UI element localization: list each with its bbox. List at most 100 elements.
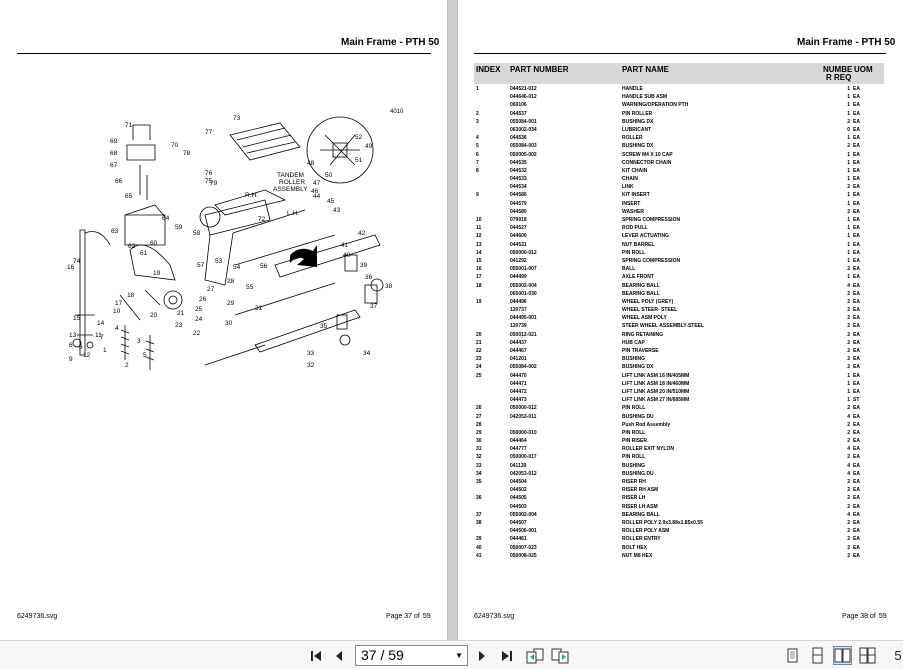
single-page-view-button[interactable] [783, 646, 802, 665]
diagram-label: 62 [128, 243, 136, 250]
last-page-button[interactable] [497, 646, 517, 665]
row-index: 6 [476, 151, 479, 158]
row-quantity: 2 [847, 356, 850, 363]
row-index: 38 [476, 519, 482, 526]
header-rule [17, 53, 431, 54]
row-uom: EA [853, 176, 860, 183]
diagram-label: 69 [110, 138, 118, 145]
row-part-number: 041292 [510, 257, 527, 264]
row-index: 8 [476, 167, 479, 174]
row-part-number: 044586 [510, 192, 527, 199]
row-part-name: WARNING/OPERATION PTH [622, 102, 689, 109]
row-part-number: 050000-017 [510, 454, 537, 461]
row-quantity: 2 [847, 552, 850, 559]
row-index: 41 [476, 552, 482, 559]
row-quantity: 1 [847, 249, 850, 256]
row-part-name: ROLLER EXIT NYLON [622, 446, 674, 453]
diagram-label: 36 [365, 274, 373, 281]
row-quantity: 2 [847, 315, 850, 322]
row-uom: EA [853, 266, 860, 273]
row-part-number: 044506-001 [510, 528, 537, 535]
row-uom: EA [853, 364, 860, 371]
go-back-button[interactable] [524, 646, 546, 665]
zoom-value-partial[interactable]: 5 [894, 648, 902, 663]
row-part-name: SPRING COMPRESSION [622, 217, 681, 223]
row-part-name: BEARING BALL [622, 282, 660, 289]
header-part-number: PART NUMBER [510, 65, 569, 74]
diagram-label: 72 [258, 216, 266, 223]
row-uom: EA [853, 462, 860, 469]
row-part-name: BUSHING DU [622, 470, 654, 477]
row-uom: EA [853, 429, 860, 436]
page-title: Main Frame - PTH 50 [341, 37, 440, 48]
diagram-label: 45 [327, 198, 335, 205]
row-index: 19 [476, 298, 482, 305]
diagram-label: 31 [255, 305, 263, 312]
diagram-label: 54 [233, 264, 241, 271]
row-uom: EA [853, 503, 860, 510]
go-forward-button[interactable] [549, 646, 571, 665]
first-page-button[interactable] [306, 646, 326, 665]
row-index: 7 [476, 159, 479, 166]
row-quantity: 2 [847, 429, 850, 436]
row-quantity: 2 [847, 405, 850, 412]
diagram-label: 18 [127, 292, 135, 299]
diagram-label: 49 [365, 143, 373, 150]
row-part-name: BUSHING DX [622, 143, 654, 150]
row-uom: EA [853, 110, 860, 117]
diagram-label: 43 [333, 207, 341, 214]
row-part-name: Push Rod Assembly [622, 421, 671, 428]
diagram-label: 71 [125, 122, 133, 129]
row-uom: EA [853, 118, 860, 125]
row-index: 33 [476, 462, 482, 469]
continuous-view-button[interactable] [808, 646, 827, 665]
diagram-label: 40 [343, 252, 351, 259]
next-page-button[interactable] [474, 646, 490, 665]
row-part-name: WHEEL ASM POLY [622, 315, 667, 322]
row-uom: EA [853, 495, 860, 502]
row-quantity: 4 [847, 462, 850, 469]
previous-page-button[interactable] [331, 646, 347, 665]
page-number-field[interactable]: 37 / 59 ▼ [355, 645, 468, 666]
two-page-view-button[interactable] [833, 646, 852, 665]
row-index: 31 [476, 446, 482, 453]
row-quantity: 2 [847, 348, 850, 354]
row-quantity: 2 [847, 528, 850, 535]
row-quantity: 1 [847, 388, 850, 395]
row-part-number: 044579 [510, 200, 527, 207]
row-part-name: HANDLE [622, 86, 643, 92]
row-quantity: 2 [847, 438, 850, 445]
row-uom: EA [853, 233, 860, 240]
two-page-continuous-view-button[interactable] [858, 646, 877, 665]
row-uom: ST [853, 397, 860, 404]
diagram-label: 14 [97, 320, 105, 327]
row-uom: EA [853, 552, 860, 559]
diagram-label: 41 [341, 242, 349, 249]
row-part-number: 044495-001 [510, 315, 537, 322]
row-part-name: BUSHING DX [622, 364, 654, 371]
document-viewer[interactable]: Main Frame - PTH 50 [0, 0, 903, 640]
diagram-label: 26 [199, 296, 207, 303]
row-part-number: 079918 [510, 217, 527, 223]
viewer-toolbar: 37 / 59 ▼ 5 [0, 640, 903, 669]
diagram-label: 23 [175, 322, 183, 329]
row-part-number: 050000-010 [510, 429, 537, 436]
exploded-parts-diagram: 71 69 70 68 67 66 65 64 63 62 61 60 59 5… [67, 109, 404, 370]
